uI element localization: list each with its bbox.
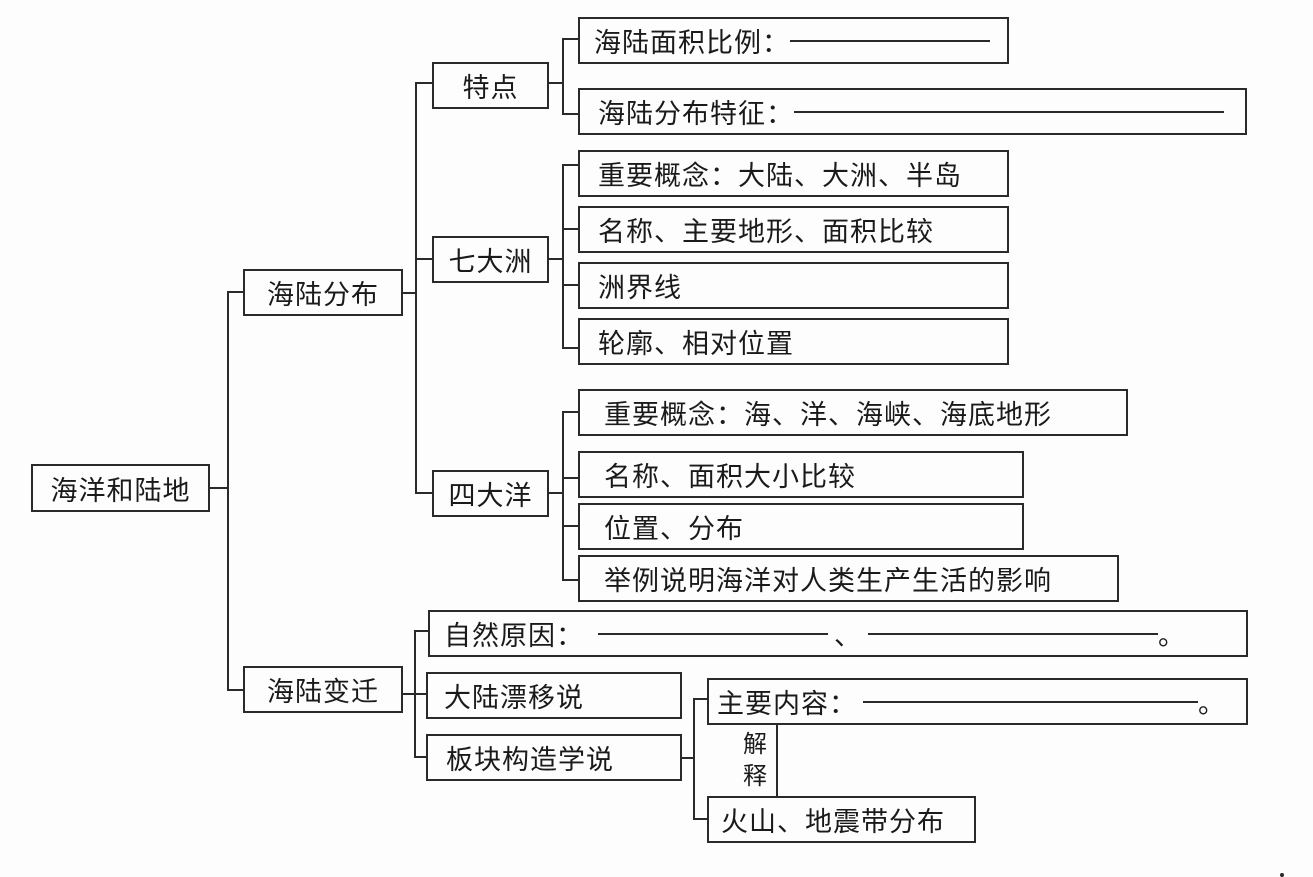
node-label: 板块构造学说 [446, 745, 614, 776]
scan-speck [1280, 873, 1284, 877]
connector [227, 689, 243, 691]
fill-in-blank[interactable] [863, 700, 1198, 703]
connector [681, 757, 695, 759]
leaf-main-content: 主要内容： 。 [707, 678, 1248, 725]
explain-text: 解释 [743, 730, 767, 790]
node-continental-drift: 大陆漂移说 [426, 672, 682, 719]
connector [562, 38, 564, 115]
connector [693, 698, 707, 700]
connector [415, 82, 432, 84]
connector [414, 756, 426, 758]
node-label: 海陆分布 [267, 280, 379, 311]
connector [548, 82, 563, 84]
leaf-label: 主要内容： [717, 689, 857, 720]
leaf-label: 名称、主要地形、面积比较 [598, 217, 934, 248]
connector [562, 164, 578, 166]
node-continents: 七大洲 [432, 236, 549, 283]
connector [562, 347, 578, 349]
fill-in-blank[interactable] [868, 632, 1158, 635]
connector [402, 292, 417, 294]
root-node: 海洋和陆地 [31, 464, 210, 512]
connector [693, 818, 707, 820]
fill-in-blank[interactable] [794, 110, 1224, 113]
connector [414, 630, 428, 632]
leaf-distribution-features: 海陆分布特征： [578, 88, 1247, 135]
connector [562, 411, 564, 581]
connector [227, 291, 229, 691]
connector [209, 487, 228, 489]
separator: 、 [834, 621, 862, 652]
sentence-end: 。 [1198, 689, 1226, 720]
leaf-label: 位置、分布 [604, 514, 744, 545]
connector [415, 82, 417, 494]
connector [562, 113, 578, 115]
connector [562, 411, 578, 413]
leaf-label: 名称、面积大小比较 [604, 462, 856, 493]
node-natural-causes: 自然原因： 、 。 [428, 610, 1248, 657]
connector [562, 38, 578, 40]
leaf-ocean-concepts: 重要概念：海、洋、海峡、海底地形 [578, 389, 1128, 436]
connector [693, 698, 695, 820]
node-features: 特点 [432, 62, 549, 109]
leaf-label: 重要概念：海、洋、海峡、海底地形 [604, 400, 1052, 431]
leaf-continent-concepts: 重要概念：大陆、大洲、半岛 [578, 150, 1009, 197]
node-label: 七大洲 [448, 247, 533, 278]
node-label: 大陆漂移说 [444, 683, 584, 714]
node-distribution: 海陆分布 [243, 269, 403, 316]
root-label: 海洋和陆地 [50, 475, 191, 507]
leaf-continent-boundaries: 洲界线 [578, 262, 1009, 309]
leaf-label: 轮廓、相对位置 [598, 329, 794, 360]
node-label: 海陆变迁 [267, 677, 379, 708]
connector [548, 258, 563, 260]
connector [414, 630, 416, 758]
leaf-ocean-location: 位置、分布 [578, 503, 1024, 550]
leaf-label: 海陆面积比例： [594, 28, 790, 59]
fill-in-blank[interactable] [790, 39, 990, 42]
connector [227, 291, 243, 293]
leaf-label: 自然原因： [444, 621, 584, 652]
leaf-label: 海陆分布特征： [598, 99, 794, 130]
leaf-label: 重要概念：大陆、大洲、半岛 [598, 161, 962, 192]
node-change: 海陆变迁 [243, 666, 403, 713]
leaf-continent-names: 名称、主要地形、面积比较 [578, 206, 1009, 253]
node-label: 四大洋 [448, 481, 533, 512]
explain-connector [776, 724, 778, 796]
node-label: 特点 [462, 73, 519, 104]
leaf-label: 火山、地震带分布 [721, 807, 945, 838]
connector [562, 164, 564, 349]
sentence-end: 。 [1158, 621, 1186, 652]
leaf-label: 举例说明海洋对人类生产生活的影响 [604, 566, 1052, 597]
connector [548, 492, 563, 494]
leaf-continent-outline: 轮廓、相对位置 [578, 318, 1009, 365]
explain-label: 解释 [740, 728, 770, 792]
connector [562, 525, 578, 527]
leaf-ocean-impact: 举例说明海洋对人类生产生活的影响 [578, 555, 1119, 602]
connector [562, 228, 578, 230]
fill-in-blank[interactable] [598, 632, 828, 635]
node-plate-tectonics: 板块构造学说 [426, 734, 682, 781]
connector [415, 258, 432, 260]
node-oceans: 四大洋 [432, 470, 549, 517]
leaf-land-sea-ratio: 海陆面积比例： [578, 17, 1009, 64]
connector [415, 492, 432, 494]
connector [562, 477, 578, 479]
connector [562, 284, 578, 286]
leaf-volcano-earthquake: 火山、地震带分布 [707, 796, 976, 843]
leaf-label: 洲界线 [598, 273, 682, 304]
connector [562, 579, 578, 581]
leaf-ocean-names: 名称、面积大小比较 [578, 451, 1024, 498]
